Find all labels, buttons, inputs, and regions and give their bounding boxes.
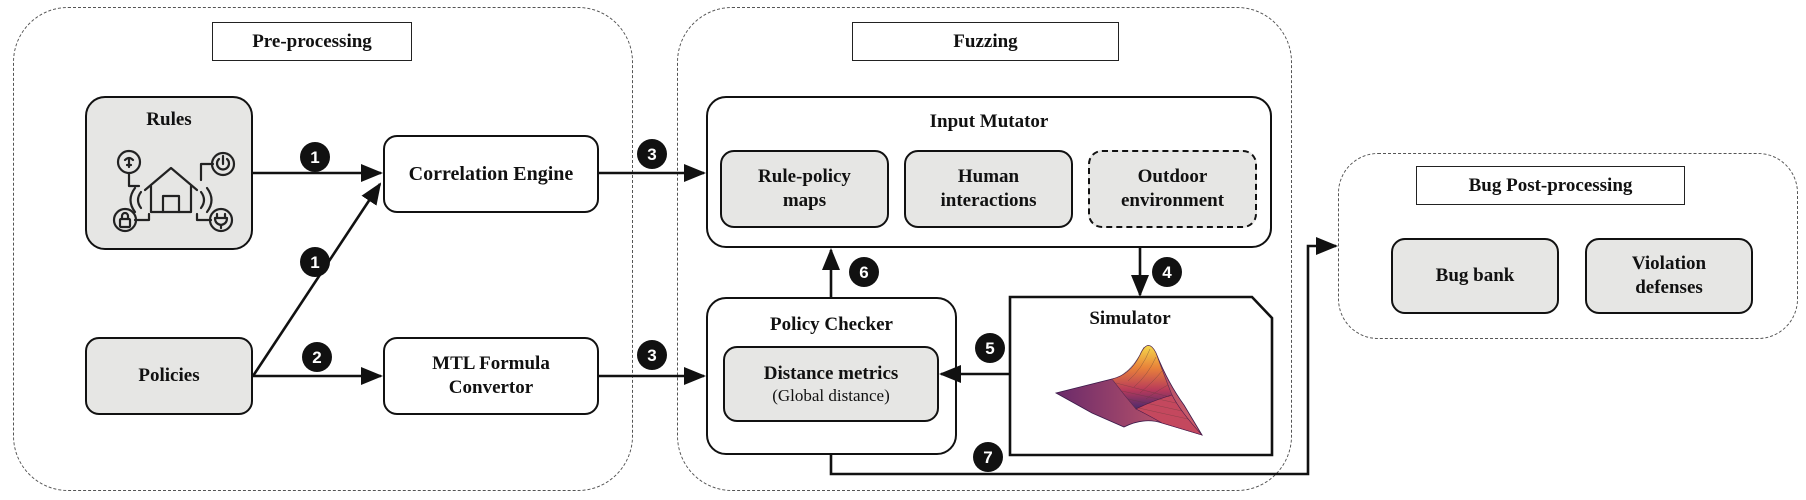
bug-bank-box: Bug bank	[1391, 238, 1559, 314]
policies-box: Policies	[85, 337, 253, 415]
outdoor-environment-box: Outdoor environment	[1088, 150, 1257, 228]
step-badge-3b: 3	[637, 340, 667, 370]
plug-icon	[208, 207, 234, 233]
rule-policy-maps-box: Rule-policy maps	[720, 150, 889, 228]
simulator-label: Simulator	[1089, 308, 1171, 329]
surface-plot-icon	[1054, 345, 1203, 436]
violation-defenses-box: Violation defenses	[1585, 238, 1753, 314]
rule-policy-label-line2: maps	[782, 190, 827, 211]
correlation-engine-label: Correlation Engine	[408, 162, 574, 185]
bug-bank-label: Bug bank	[1435, 265, 1515, 287]
bug-postprocessing-title: Bug Post-processing	[1416, 166, 1685, 205]
human-interactions-box: Human interactions	[904, 150, 1073, 228]
policies-label: Policies	[138, 365, 200, 387]
smart-home-icon	[112, 149, 236, 233]
input-mutator-label: Input Mutator	[929, 111, 1049, 132]
global-distance-label: (Global distance)	[772, 386, 890, 406]
rule-policy-label-line1: Rule-policy	[758, 166, 851, 188]
preprocessing-region	[13, 7, 633, 491]
step-badge-3a: 3	[637, 139, 667, 169]
rules-box: Rules	[85, 96, 253, 250]
mtl-formula-convertor-box: MTL Formula Convertor	[383, 337, 599, 415]
preprocessing-title: Pre-processing	[212, 22, 412, 61]
mtl-formula-label-line1: MTL Formula	[432, 353, 550, 375]
distance-metrics-box: Distance metrics (Global distance)	[723, 346, 939, 422]
bug-postprocessing-region	[1338, 153, 1798, 339]
lightbulb-icon	[116, 149, 142, 175]
human-interactions-label-line2: interactions	[940, 190, 1037, 211]
violation-defenses-label-line2: defenses	[1635, 277, 1703, 298]
outdoor-environment-label-line1: Outdoor	[1137, 166, 1208, 188]
policy-checker-label: Policy Checker	[770, 314, 893, 335]
violation-defenses-label-line1: Violation	[1631, 253, 1707, 275]
fuzzing-title: Fuzzing	[852, 22, 1119, 61]
step-badge-3a-text: 3	[647, 145, 656, 164]
distance-metrics-label: Distance metrics	[763, 362, 899, 384]
outdoor-environment-label-line2: environment	[1120, 190, 1225, 211]
step-badge-3b-text: 3	[647, 346, 656, 365]
mtl-formula-label-line2: Convertor	[448, 377, 534, 398]
power-icon	[210, 151, 236, 177]
lock-icon	[112, 207, 138, 233]
rules-label: Rules	[146, 109, 192, 130]
correlation-engine-box: Correlation Engine	[383, 135, 599, 213]
human-interactions-label-line1: Human	[957, 166, 1020, 188]
